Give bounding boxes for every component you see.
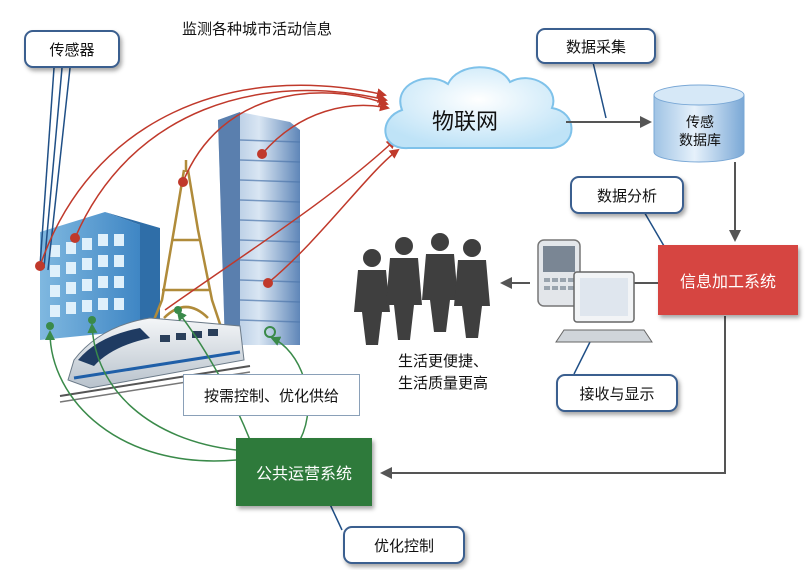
actuator-dots [46,306,276,338]
sensor-label: 传感器 [49,40,95,59]
optimize-control-callout: 优化控制 [343,526,465,564]
monitor-label: 监测各种城市活动信息 [182,20,333,38]
db-label-line1: 传感 [686,115,714,131]
iot-cloud [384,66,573,150]
buildings-illustration [40,112,301,403]
people-silhouettes [354,233,490,345]
sensor-callout: 传感器 [24,30,120,68]
public-operation-system-box: 公共运营系统 [236,438,372,506]
public-system-label: 公共运营系统 [255,464,352,483]
data-collect-callout: 数据采集 [536,28,656,64]
db-label-line2: 数据库 [679,133,721,149]
sensor-dots [35,149,273,288]
receive-display-callout: 接收与显示 [556,374,678,412]
optimize-control-label: 优化控制 [373,536,434,555]
data-collect-label: 数据采集 [565,37,626,56]
sensor-to-iot-arrows [39,84,400,311]
db-label: 传感 数据库 [664,114,736,150]
iot-label: 物联网 [432,110,499,135]
info-processing-system-box: 信息加工系统 [658,245,798,315]
on-demand-control-box: 按需控制、优化供给 [183,374,360,416]
life-line1: 生活更便捷、 [398,352,489,370]
data-analysis-label: 数据分析 [596,186,657,205]
data-analysis-callout: 数据分析 [570,176,684,214]
devices-illustration [537,239,653,343]
monitor-caption: 监测各种城市活动信息 [182,18,332,39]
life-benefit-caption: 生活更便捷、 生活质量更高 [398,350,488,394]
database-cylinder [653,84,745,163]
info-system-label: 信息加工系统 [679,272,776,291]
on-demand-label: 按需控制、优化供给 [203,386,339,405]
life-line2: 生活质量更高 [398,374,489,392]
receive-display-label: 接收与显示 [579,384,655,403]
